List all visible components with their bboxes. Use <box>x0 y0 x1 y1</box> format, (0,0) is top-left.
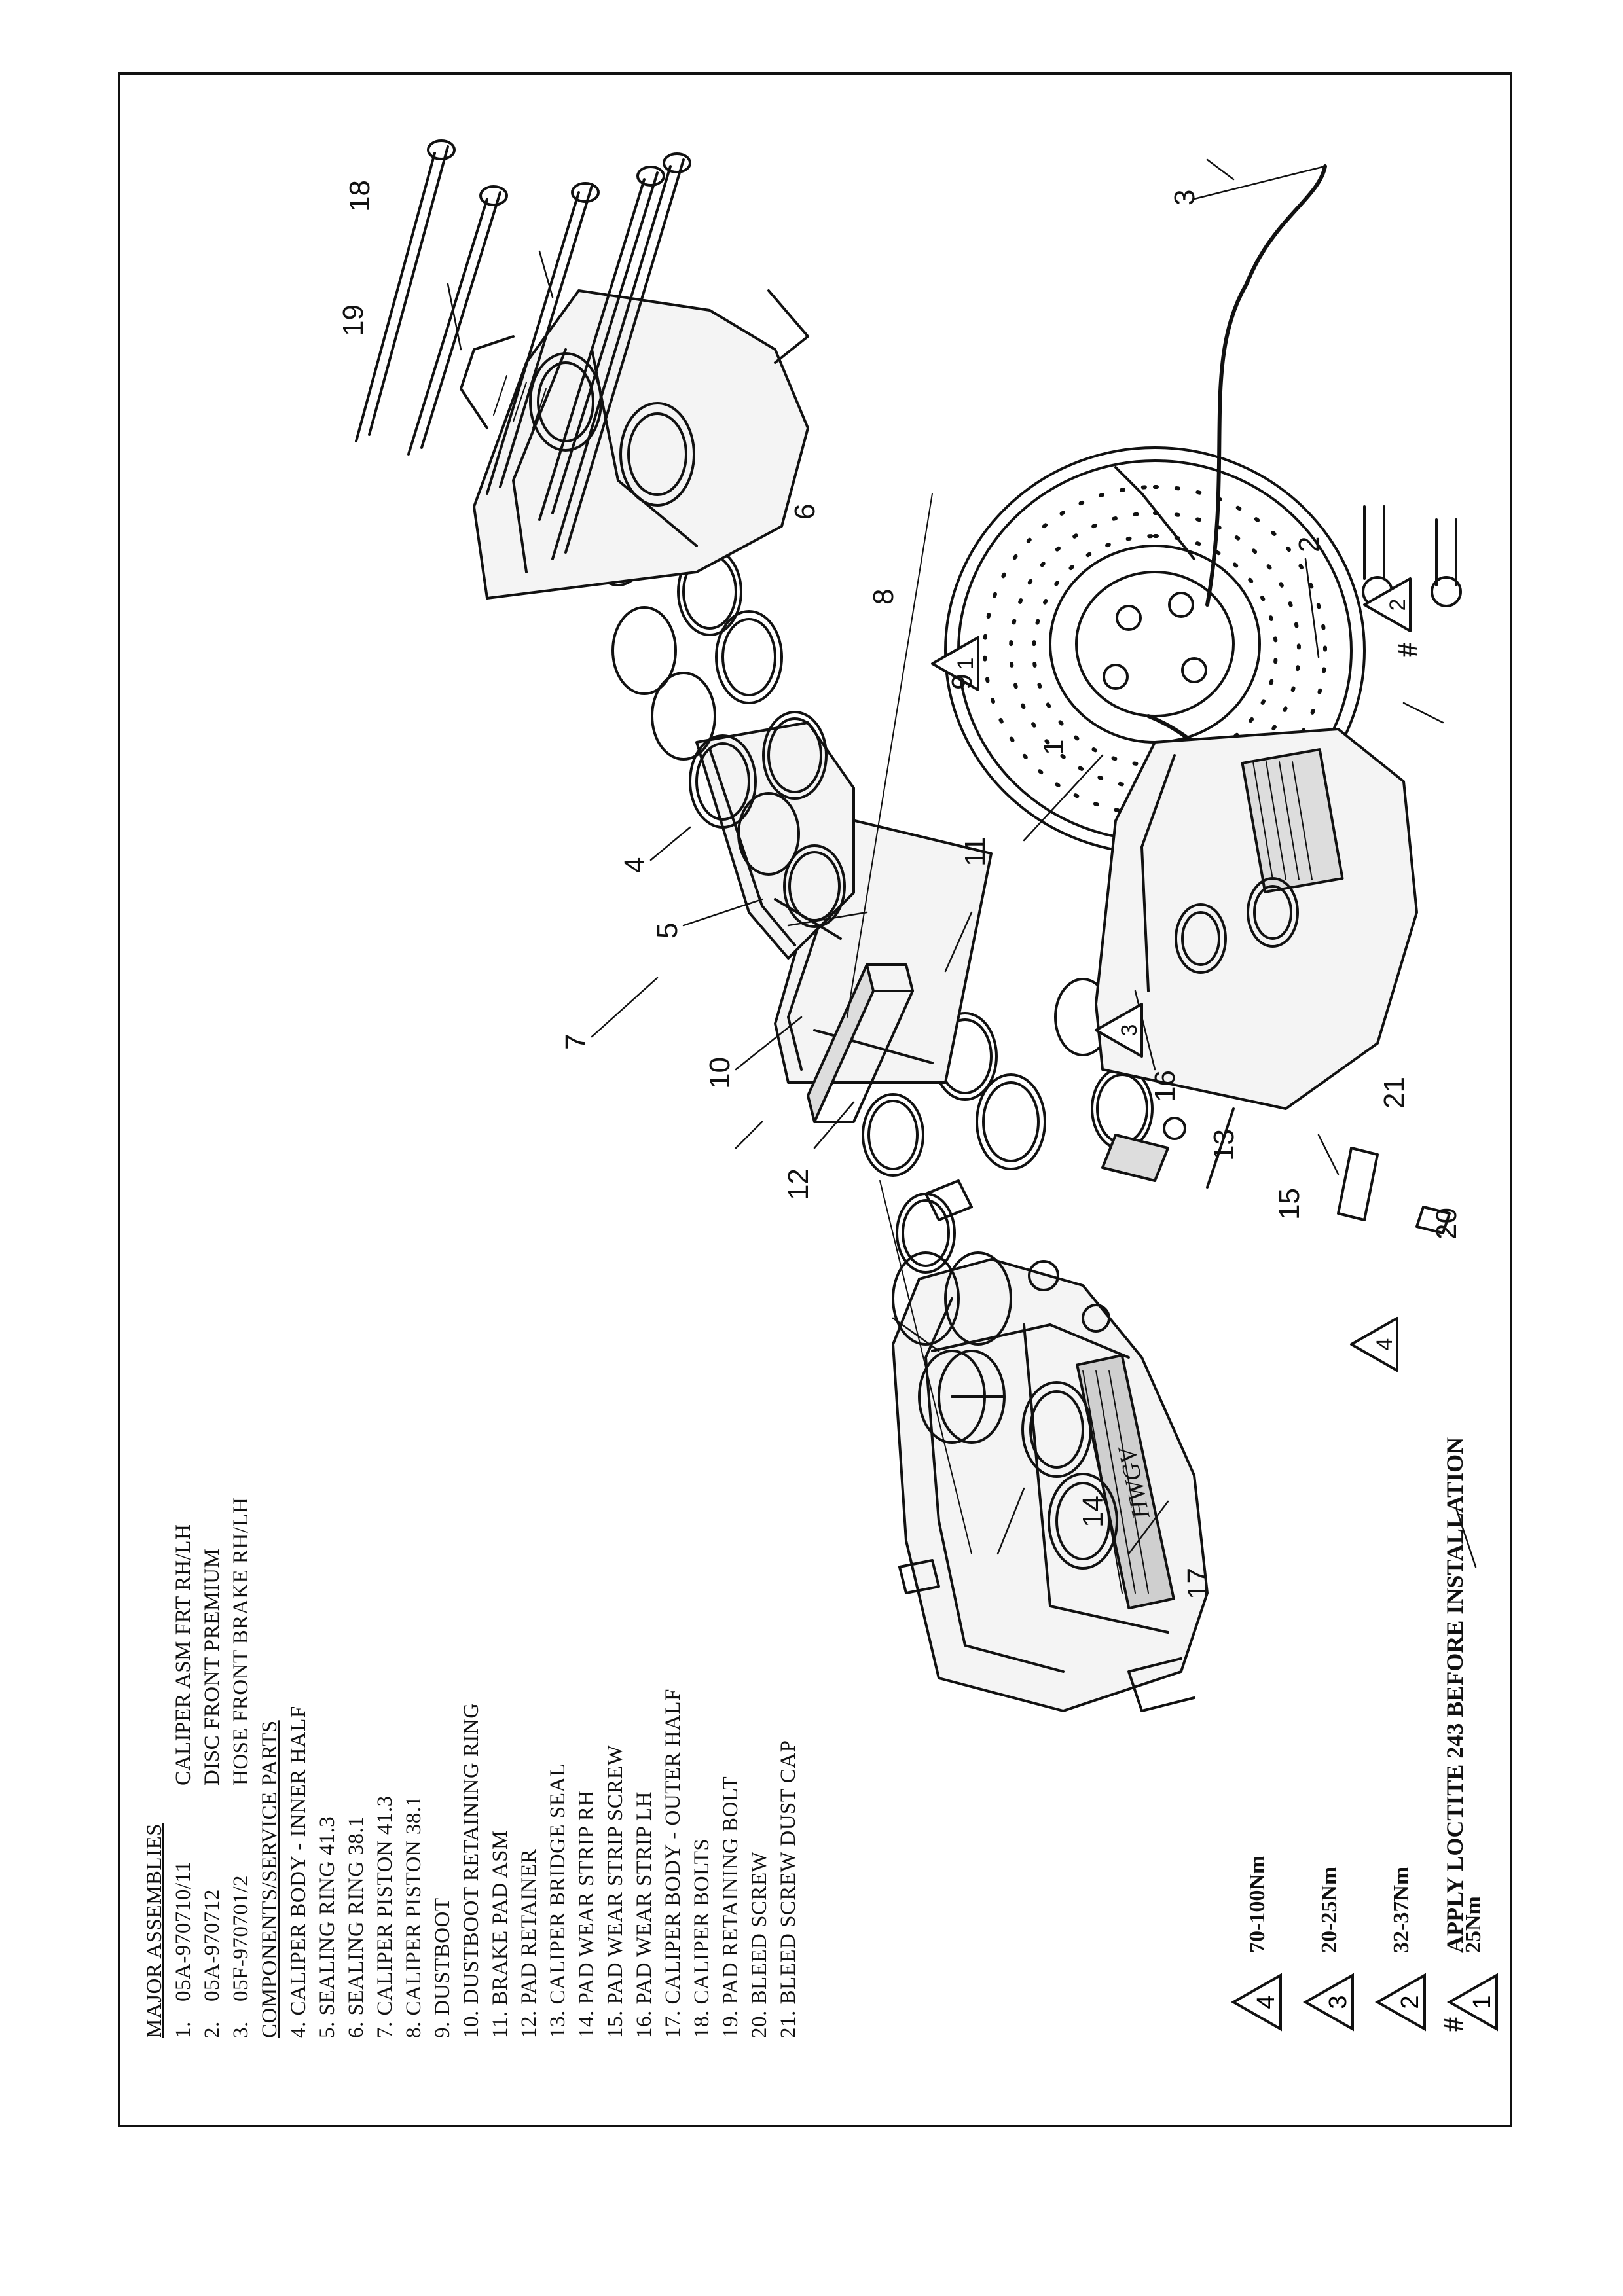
callout-11: 11 <box>959 836 991 867</box>
callout-1: 1 <box>1038 740 1070 755</box>
torque-triangle-icon: 3 <box>1303 1973 1354 2032</box>
torque-marker-label: 2 <box>1385 599 1410 611</box>
callout-15: 15 <box>1273 1188 1305 1220</box>
bleed-screw <box>1337 1147 1379 1221</box>
caliper-inner-half <box>460 289 809 600</box>
hub-bolt <box>1435 518 1457 586</box>
torque-spec-3: 3 20-25Nm <box>1299 1639 1371 2032</box>
caliper-bolts <box>355 139 691 560</box>
torque-marker-label: 3 <box>1117 1024 1142 1037</box>
torque-spec-1: 1 25Nm <box>1443 1639 1515 2032</box>
torque-triangle-icon: 4 <box>1231 1973 1282 2032</box>
callout-19: 19 <box>337 304 369 336</box>
hub-bolt <box>1363 505 1385 580</box>
caliper-outer-half: HWGV <box>892 1258 1209 1712</box>
callout-17: 17 <box>1182 1568 1214 1600</box>
torque-spec-4: 4 70-100Nm <box>1227 1639 1299 2032</box>
callout-12: 12 <box>782 1168 814 1200</box>
callout-16: 16 <box>1149 1070 1181 1102</box>
callout-18: 18 <box>344 180 376 212</box>
callout-8: 8 <box>867 589 900 605</box>
drawing-frame: MAJOR ASSEMBLIES 1.05A-970710/11CALIPER … <box>118 72 1512 2127</box>
callout-6: 6 <box>789 504 821 520</box>
pad-wear-strip-screw <box>924 1179 973 1221</box>
torque-marker-icon <box>931 577 1412 1372</box>
torque-spec-2: 2 32-37Nm <box>1371 1639 1443 2032</box>
pad-wear-strip-rh <box>898 1559 940 1594</box>
loctite-hash-mark: # <box>1391 643 1423 657</box>
callout-10: 10 <box>704 1057 736 1089</box>
callout-7: 7 <box>560 1034 592 1050</box>
pad-retainer <box>807 963 914 1123</box>
callout-4: 4 <box>619 857 651 873</box>
callout-9: 9 <box>946 674 978 690</box>
torque-marker-label: 1 <box>953 658 978 670</box>
callout-14: 14 <box>1077 1496 1109 1528</box>
torque-symbol: 4 <box>1252 1995 1280 2009</box>
callout-2: 2 <box>1293 537 1325 552</box>
torque-symbol: 2 <box>1396 1995 1424 2009</box>
inner-pistons-seals <box>588 505 846 928</box>
exploded-view-illustration: HWGV <box>337 139 1477 1712</box>
callout-13: 13 <box>1208 1129 1240 1161</box>
caliper-assembly <box>1095 728 1418 1189</box>
torque-specs: 4 70-100Nm 3 20-25Nm 2 32-37Nm <box>1227 1639 1515 2032</box>
callout-5: 5 <box>651 923 684 939</box>
torque-symbol: 1 <box>1468 1995 1496 2009</box>
callout-20: 20 <box>1431 1208 1463 1240</box>
torque-triangle-icon: 1 <box>1447 1973 1498 2032</box>
bleed-screw-dust-cap <box>1415 1206 1451 1234</box>
rotated-drawing: MAJOR ASSEMBLIES 1.05A-970710/11CALIPER … <box>120 75 1515 2130</box>
torque-triangle-icon: 2 <box>1375 1973 1426 2032</box>
torque-symbol: 3 <box>1324 1995 1352 2009</box>
washer <box>1431 576 1462 607</box>
torque-marker-label: 4 <box>1372 1338 1397 1351</box>
callout-21: 21 <box>1378 1077 1410 1109</box>
callout-3: 3 <box>1169 190 1201 206</box>
